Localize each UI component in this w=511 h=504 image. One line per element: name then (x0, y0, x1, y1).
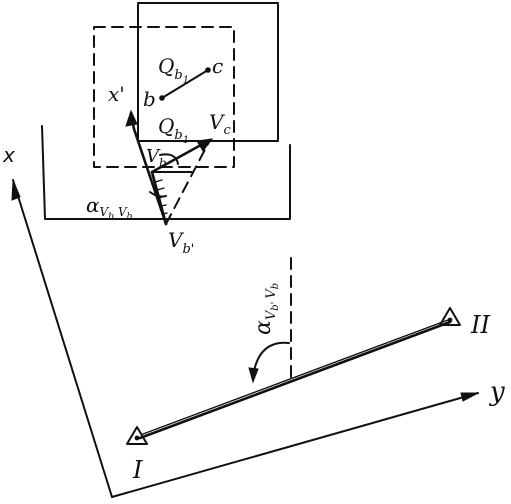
v-c-label: Vc (209, 110, 231, 138)
y-axis-main (111, 392, 479, 498)
vb-arc (159, 153, 179, 165)
baseline-I-II (138, 319, 452, 440)
x-prime-label: x' (108, 82, 125, 106)
v-b-label: Vb (146, 146, 167, 170)
point-II-label: II (470, 311, 490, 339)
svg-text:αVb'Vb: αVb'Vb (251, 283, 281, 335)
point-b-label: b (143, 87, 156, 111)
station-II-marker (439, 307, 461, 326)
segment-b-c (159, 67, 211, 101)
dashed-vbprime-vc (165, 139, 211, 225)
point-I-label: I (132, 456, 143, 484)
v-b-prime-label: Vb' (168, 228, 194, 257)
q-b1-upper-label: Qb1 (158, 54, 189, 86)
hatched-angle (149, 170, 168, 226)
x-axis-main (11, 179, 113, 498)
x-axis-label: x (2, 143, 15, 167)
station-I-marker (126, 426, 148, 445)
alpha-mid-label: αVb'Vb (251, 283, 281, 335)
point-c-label: c (212, 54, 223, 78)
q-b1-lower-label: Qb1 (158, 114, 189, 146)
y-axis-label: y (489, 377, 505, 407)
alpha-mid-arc (248, 341, 290, 384)
dashed-square (93, 26, 235, 168)
